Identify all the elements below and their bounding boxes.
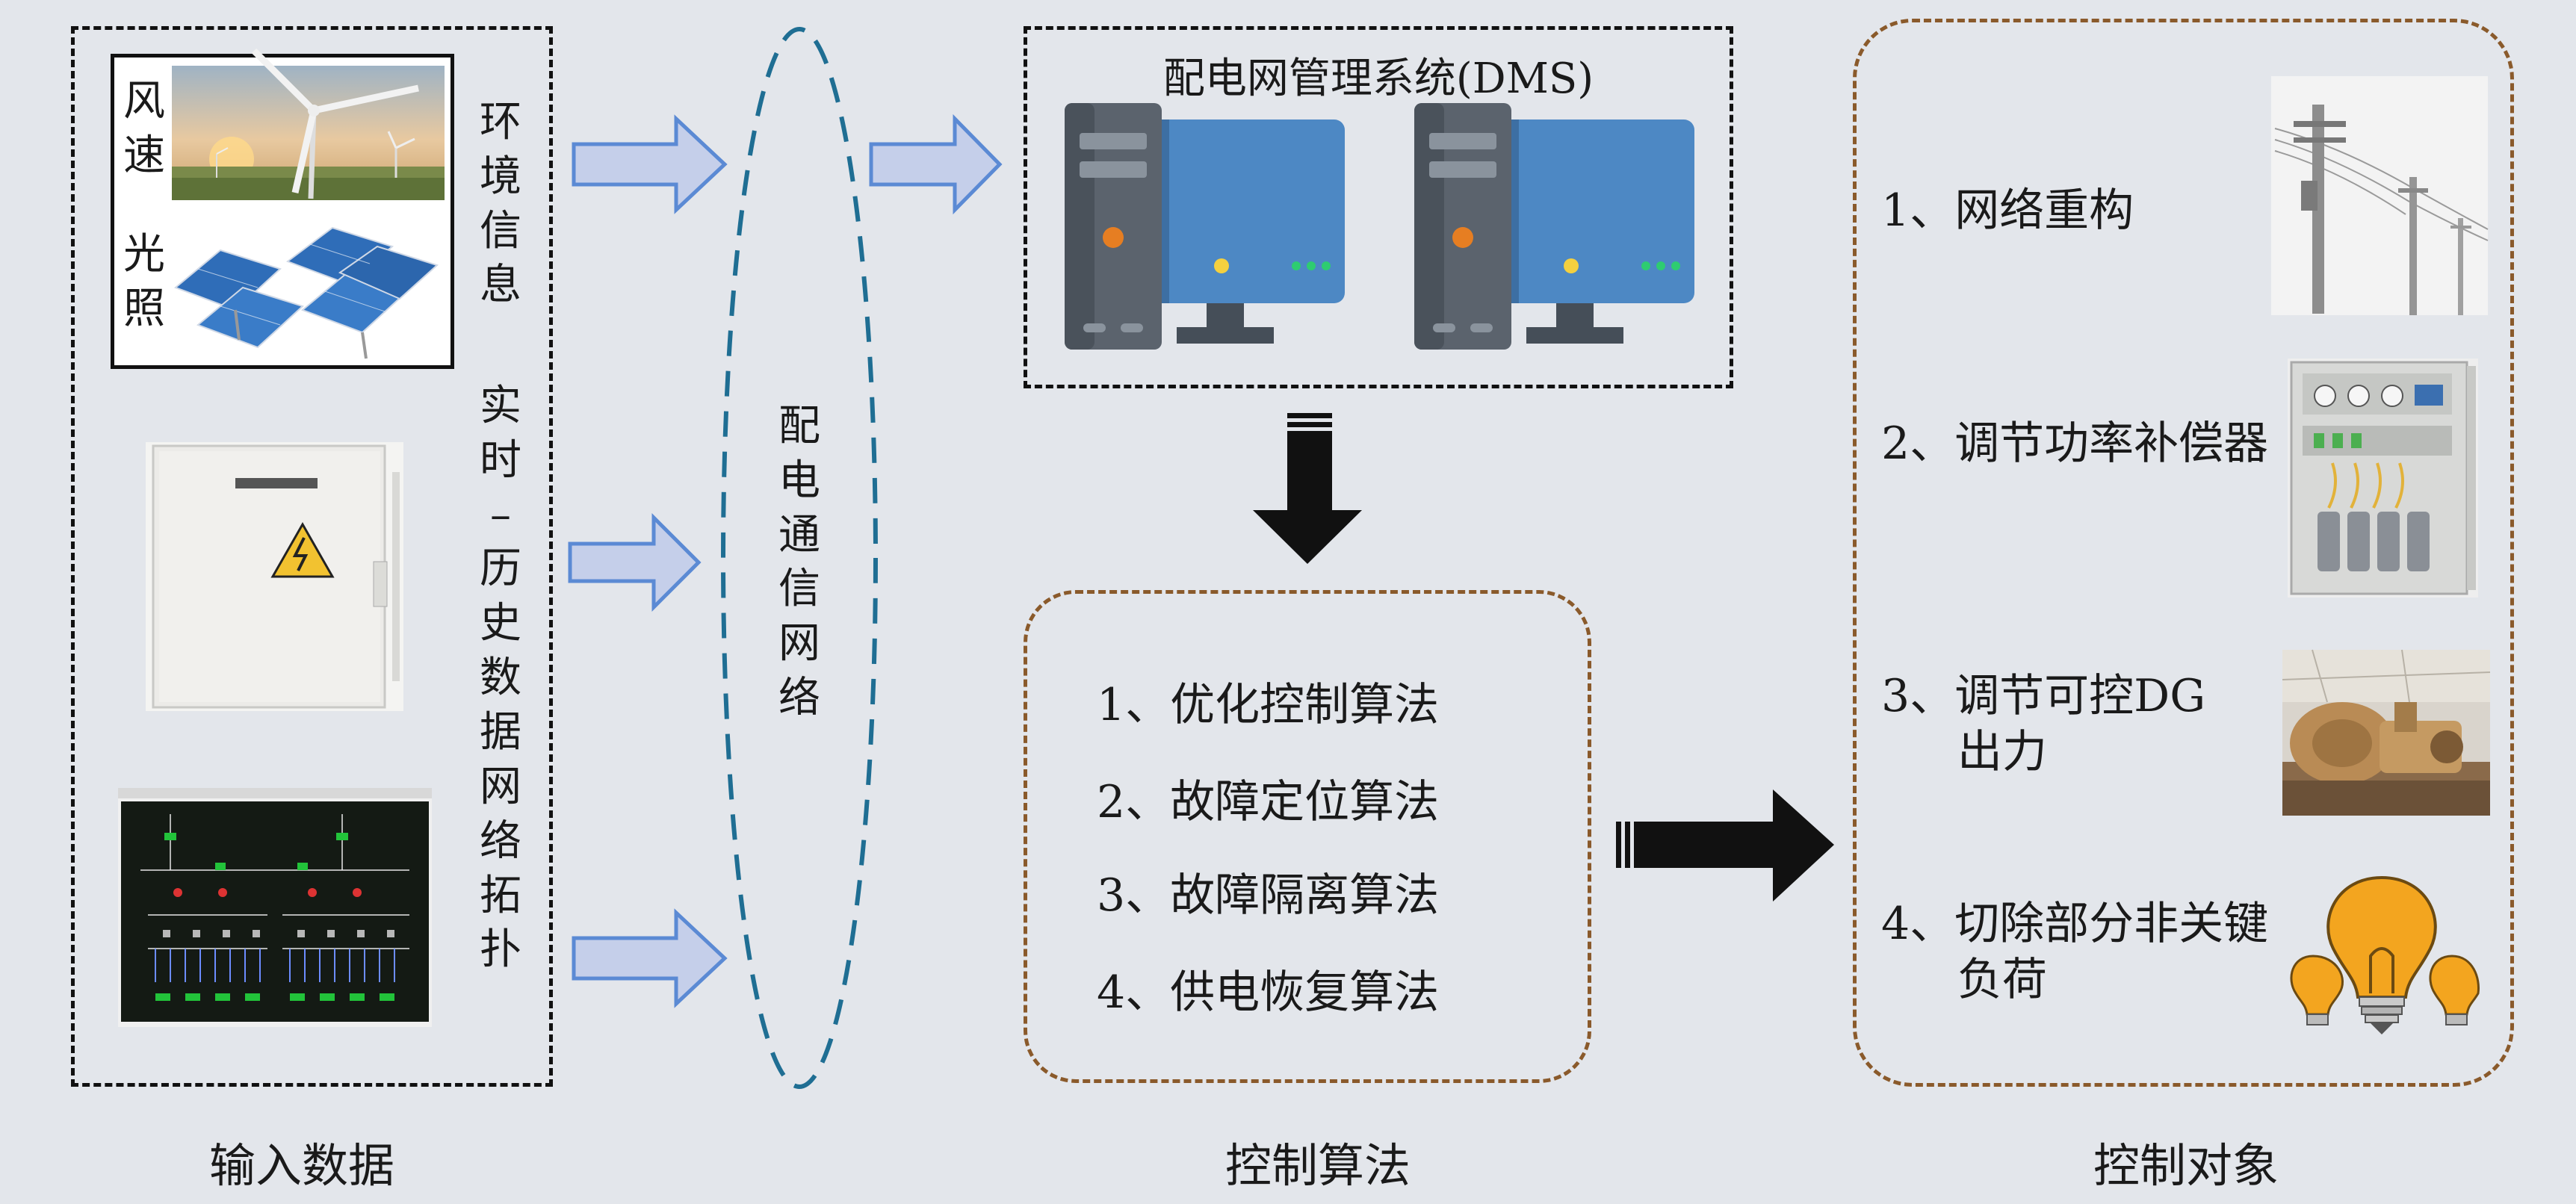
algorithm-item-2: 2、故障定位算法 <box>1097 776 1440 828</box>
dms-title: 配电网管理系统(DMS) <box>1162 55 1594 103</box>
wind-speed-label: 风速 <box>123 77 165 180</box>
control-object-4-number: 4、 <box>1881 898 1955 950</box>
dms-computer-icon-1 <box>1065 103 1345 350</box>
control-object-2-number: 2、 <box>1881 418 1955 470</box>
control-objects-caption: 控制对象 <box>2093 1138 2279 1193</box>
arrow-algorithms-to-objects <box>1616 789 1834 902</box>
control-object-1: 1、网络重构 <box>1881 183 2134 239</box>
control-object-1-text: 网络重构 <box>1954 184 2134 237</box>
communication-network-ellipse <box>721 27 878 1089</box>
environment-info-label: 环境信息 <box>480 98 521 310</box>
control-object-3: 3、调节可控DG 出力 <box>1881 668 2205 781</box>
solar-irradiance-label: 光照 <box>123 230 165 333</box>
control-object-4: 4、切除部分非关键 负荷 <box>1881 896 2268 1008</box>
arrow-history-to-network <box>568 512 702 612</box>
control-object-3-number: 3、 <box>1881 670 1955 722</box>
dms-panel <box>1024 26 1733 388</box>
arrow-topology-to-network <box>572 908 728 1008</box>
input-data-caption: 输入数据 <box>209 1138 395 1193</box>
wind-turbine-image <box>172 48 445 200</box>
algorithm-item-3: 3、故障隔离算法 <box>1097 869 1440 922</box>
controllable-dg-image <box>2282 649 2491 816</box>
realtime-history-label: 实时–历史数据 <box>480 382 521 757</box>
power-compensator-image <box>2288 359 2478 598</box>
network-topology-image <box>118 788 432 1027</box>
control-algorithms-caption: 控制算法 <box>1225 1138 1411 1193</box>
arrow-environment-to-network <box>572 114 728 214</box>
communication-network-label: 配电通信网络 <box>778 402 820 722</box>
algorithm-item-4: 4、供电恢复算法 <box>1097 966 1440 1019</box>
control-object-1-number: 1、 <box>1881 184 1955 237</box>
input-data-panel <box>71 26 553 1087</box>
control-object-2-text: 调节功率补偿器 <box>1954 418 2269 470</box>
control-objects-panel <box>1853 19 2514 1087</box>
control-object-2: 2、调节功率补偿器 <box>1881 416 2268 472</box>
network-topology-label: 网络拓扑 <box>480 763 521 975</box>
control-object-3-text-line2: 出力 <box>1957 726 2047 778</box>
light-bulbs-image <box>2290 875 2480 1034</box>
dms-computer-icon-2 <box>1414 103 1694 350</box>
control-algorithms-panel <box>1024 590 1591 1083</box>
power-poles-image <box>2271 76 2489 315</box>
control-object-4-text-line2: 负荷 <box>1957 954 2047 1006</box>
algorithm-item-1: 1、优化控制算法 <box>1097 679 1440 731</box>
control-object-4-text: 切除部分非关键 <box>1954 898 2269 950</box>
control-object-3-text: 调节可控DG <box>1954 670 2206 722</box>
solar-panels-image <box>168 226 445 362</box>
arrow-dms-to-algorithms <box>1253 413 1362 564</box>
arrow-network-to-dms <box>869 114 1003 215</box>
terminal-cabinet-image <box>146 442 403 711</box>
